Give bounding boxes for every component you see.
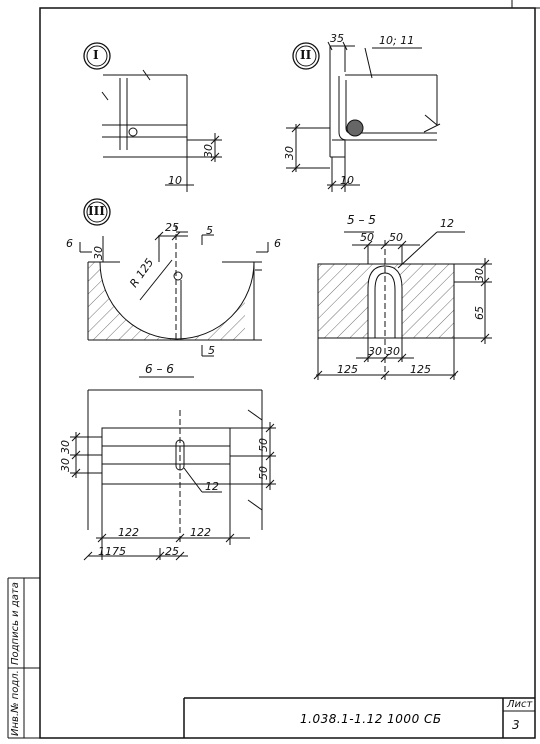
s55-dim-30b: 30	[386, 345, 400, 358]
s66-dim-30a: 30	[59, 440, 72, 454]
detail-marker-3	[83, 198, 111, 226]
d3-cut-6-right: 6	[274, 237, 281, 250]
sheet-label: Лист	[507, 699, 533, 710]
s66-dim-1175: 1175	[98, 545, 126, 558]
s55-item-12: 12	[440, 217, 454, 230]
section-6-6-body	[101, 427, 231, 485]
d3-dim-30: 30	[92, 246, 105, 260]
section-5-5-concrete	[317, 263, 455, 339]
detail-marker-1	[83, 42, 111, 70]
s66-dim-30b: 30	[59, 458, 72, 472]
drawing-code: 1.038.1-1.12 1000 СБ	[300, 712, 442, 726]
side-stamp-signature: Подпись и дата	[10, 582, 21, 665]
sheet-number: 3	[512, 718, 520, 732]
sheet-frame	[39, 7, 536, 739]
d1-dim-30: 30	[202, 144, 215, 158]
marker-two-label: II	[300, 48, 312, 62]
d3-cut-5-top: 5	[206, 224, 213, 237]
d3-cut-6-left: 6	[66, 237, 73, 250]
detail-marker-2	[292, 42, 320, 70]
s66-dim-50a: 50	[257, 438, 270, 452]
s55-dim-30a: 30	[368, 345, 382, 358]
s66-dim-50b: 50	[257, 466, 270, 480]
d2-dim-10: 10	[340, 174, 354, 187]
s66-dim-122a: 122	[118, 526, 139, 539]
marker-three-label: III	[88, 204, 105, 218]
detail-3-concrete	[87, 261, 262, 341]
d2-dim-10-11: 10; 11	[379, 34, 415, 47]
d1-dim-10: 10	[168, 174, 182, 187]
s55-dim-125b: 125	[410, 363, 431, 376]
s55-dim-65: 65	[473, 306, 486, 320]
d3-dim-25: 25	[165, 221, 179, 234]
marker-one-label: I	[93, 48, 99, 62]
d2-dim-30: 30	[283, 146, 296, 160]
s55-dim-125a: 125	[337, 363, 358, 376]
s55-dim-30r: 30	[473, 268, 486, 282]
s55-dim-50b: 50	[389, 231, 403, 244]
section-5-5-title: 5 – 5	[347, 213, 376, 227]
s66-dim-122b: 122	[190, 526, 211, 539]
d2-dim-35: 35	[330, 32, 344, 45]
s66-dim-25: 25	[165, 545, 179, 558]
d3-cut-5-bottom: 5	[208, 344, 215, 357]
section-6-6-title: 6 – 6	[145, 362, 174, 376]
s55-dim-50a: 50	[360, 231, 374, 244]
s66-item-12: 12	[205, 480, 219, 493]
side-stamp-inventory: Инв.№ подл.	[10, 670, 21, 736]
